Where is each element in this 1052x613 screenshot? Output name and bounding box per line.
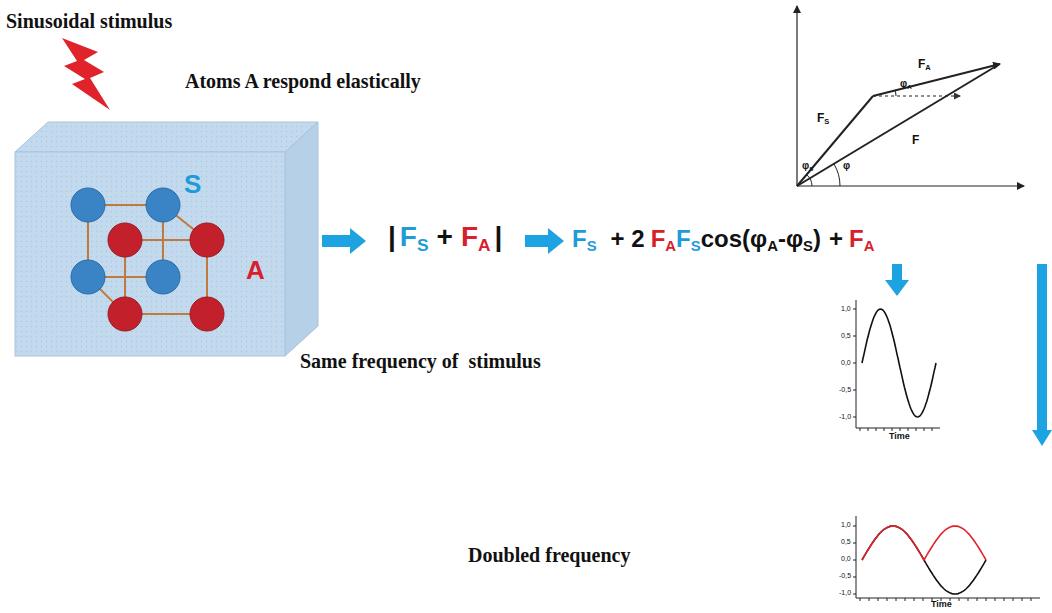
- symbol: +: [437, 222, 453, 253]
- symbol: F: [461, 222, 478, 253]
- subscript: S: [417, 236, 429, 255]
- angle-label: φS: [802, 160, 813, 171]
- tick-label: -1,0: [839, 413, 851, 421]
- subscript: S: [587, 238, 597, 254]
- flow-arrows: [322, 228, 1052, 446]
- subscript: A: [864, 238, 875, 254]
- lightning-bolt: [62, 38, 110, 110]
- symbol: F: [817, 112, 824, 125]
- symbol: + 2: [611, 226, 645, 252]
- symbol: φ: [900, 78, 907, 89]
- sine-curve: [862, 309, 936, 417]
- atom-label: A: [246, 256, 265, 285]
- symbol: ): [813, 226, 821, 252]
- subscript: S: [824, 118, 829, 126]
- caption-text: Atoms A respond elastically: [185, 70, 421, 92]
- symbol: -φ: [778, 226, 803, 252]
- subscript: S: [803, 238, 813, 254]
- tick-label: -0,5: [839, 386, 851, 394]
- crystal-cube: [15, 122, 318, 356]
- tick-label: 1,0: [841, 305, 851, 313]
- subscript: A: [907, 84, 911, 91]
- vector-label: F: [912, 134, 919, 147]
- lattice-bonds: [88, 205, 207, 314]
- symbol: +: [829, 226, 843, 252]
- atoms-a: [108, 223, 224, 331]
- subscript: A: [478, 236, 491, 255]
- symbol: F: [912, 134, 919, 147]
- symbol: F: [849, 226, 864, 252]
- symbol: F: [572, 226, 587, 252]
- symbol: |: [388, 222, 396, 253]
- doubled-curve: [862, 526, 986, 560]
- axis-title: Time: [889, 432, 910, 442]
- tick-label: 0,0: [841, 555, 851, 563]
- vector-diagram: [797, 6, 1024, 186]
- subscript: S: [691, 238, 701, 254]
- symbol: φ: [843, 160, 850, 171]
- subscript: S: [809, 166, 813, 173]
- symbol: |: [495, 222, 503, 253]
- subscript: A: [767, 238, 778, 254]
- angle-label: φ: [843, 160, 850, 171]
- atom-label: S: [184, 170, 201, 199]
- tick-label: -0,5: [839, 572, 851, 580]
- symbol: F: [918, 58, 925, 71]
- tick-label: 0,5: [841, 538, 851, 546]
- tick-label: 1,0: [841, 521, 851, 529]
- vector-label: FA: [918, 58, 931, 71]
- subscript: A: [665, 238, 676, 254]
- formula: FS+ 2FAFScos(φA-φS)+FA: [572, 226, 874, 252]
- symbol: cos(φ: [701, 226, 768, 252]
- plot-axes: [853, 300, 940, 431]
- vector-label: FS: [817, 112, 829, 125]
- formula: |FS+FA|: [388, 222, 502, 253]
- tick-label: -1,0: [839, 589, 851, 597]
- subscript: A: [925, 64, 930, 72]
- tick-label: 0,0: [841, 359, 851, 367]
- plot-axes: [853, 516, 1040, 601]
- atoms-s: [71, 188, 180, 294]
- sine-curve: [862, 526, 986, 594]
- caption-text: Same frequency of stimulus: [300, 350, 541, 372]
- symbol: F: [400, 222, 417, 253]
- symbol: φ: [802, 160, 809, 171]
- tick-label: 0,5: [841, 332, 851, 340]
- symbol: F: [651, 226, 666, 252]
- angle-label: φA: [900, 78, 912, 89]
- symbol: F: [676, 226, 691, 252]
- caption-text: Doubled frequency: [468, 544, 630, 566]
- caption-text: Sinusoidal stimulus: [6, 10, 172, 32]
- axis-title: Time: [931, 600, 952, 610]
